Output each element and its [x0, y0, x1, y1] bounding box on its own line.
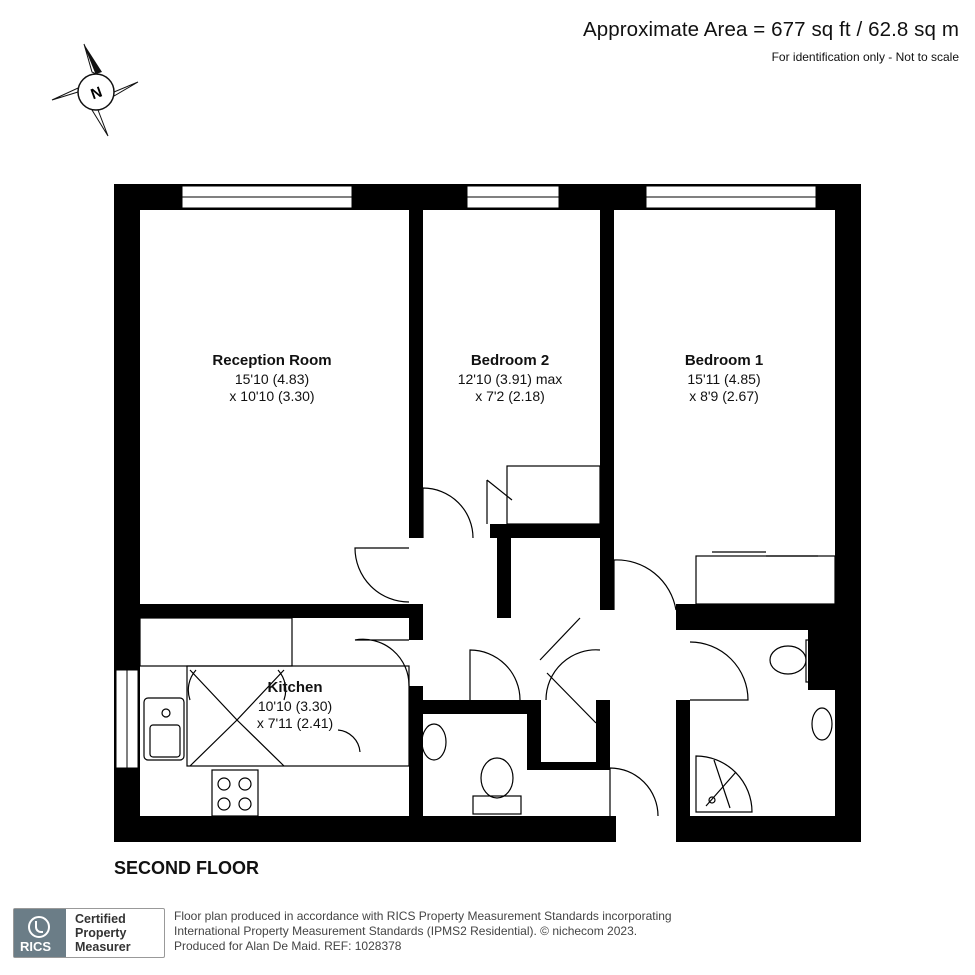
- doors: [354, 487, 749, 817]
- room-dim: 10'10 (3.30): [258, 698, 332, 714]
- room-label-bedroom2: Bedroom 2 12'10 (3.91) max x 7'2 (2.18): [458, 352, 563, 404]
- room-dim: x 10'10 (3.30): [229, 388, 314, 404]
- footer-line: Produced for Alan De Maid. REF: 1028378: [174, 939, 402, 953]
- room-dim: 15'11 (4.85): [687, 371, 760, 387]
- room-name: Kitchen: [267, 679, 322, 696]
- wardrobe-bedroom2: [486, 465, 601, 525]
- approximate-area: Approximate Area = 677 sq ft / 62.8 sq m: [582, 18, 959, 41]
- disclaimer-note: For identification only - Not to scale: [771, 50, 959, 64]
- room-name: Bedroom 2: [471, 352, 549, 369]
- room-dim: 15'10 (4.83): [235, 371, 309, 387]
- room-label-kitchen: Kitchen 10'10 (3.30) x 7'11 (2.41): [257, 679, 333, 731]
- badge-text: Certified Property Measurer: [75, 912, 131, 954]
- rics-badge: RICS Certified Property Measurer: [13, 908, 165, 958]
- rics-org: RICS: [20, 939, 52, 954]
- badge-line: Property: [75, 926, 127, 940]
- footer-notes: Floor plan produced in accordance with R…: [174, 909, 672, 954]
- badge-line: Certified: [75, 912, 126, 926]
- rics-logo: RICS: [14, 909, 66, 957]
- room-dim: x 7'2 (2.18): [475, 388, 545, 404]
- footer-line: International Property Measurement Stand…: [174, 924, 638, 938]
- footer-line: Floor plan produced in accordance with R…: [174, 909, 672, 923]
- room-label-bedroom1: Bedroom 1 15'11 (4.85) x 8'9 (2.67): [685, 352, 763, 404]
- room-name: Bedroom 1: [685, 352, 763, 369]
- windows: [115, 185, 817, 769]
- room-dim: 12'10 (3.91) max: [458, 371, 563, 387]
- compass-icon: N: [51, 43, 139, 137]
- room-name: Reception Room: [212, 352, 331, 369]
- kitchen-fittings: [139, 617, 410, 817]
- room-dim: x 7'11 (2.41): [257, 715, 333, 731]
- wardrobe-bedroom1: [695, 551, 836, 605]
- bathroom-fittings: [421, 639, 833, 815]
- badge-line: Measurer: [75, 940, 131, 954]
- floor-label: SECOND FLOOR: [114, 858, 260, 878]
- room-dim: x 8'9 (2.67): [689, 388, 759, 404]
- rics-emblem-icon: [28, 916, 50, 938]
- room-label-reception: Reception Room 15'10 (4.83) x 10'10 (3.3…: [212, 352, 331, 404]
